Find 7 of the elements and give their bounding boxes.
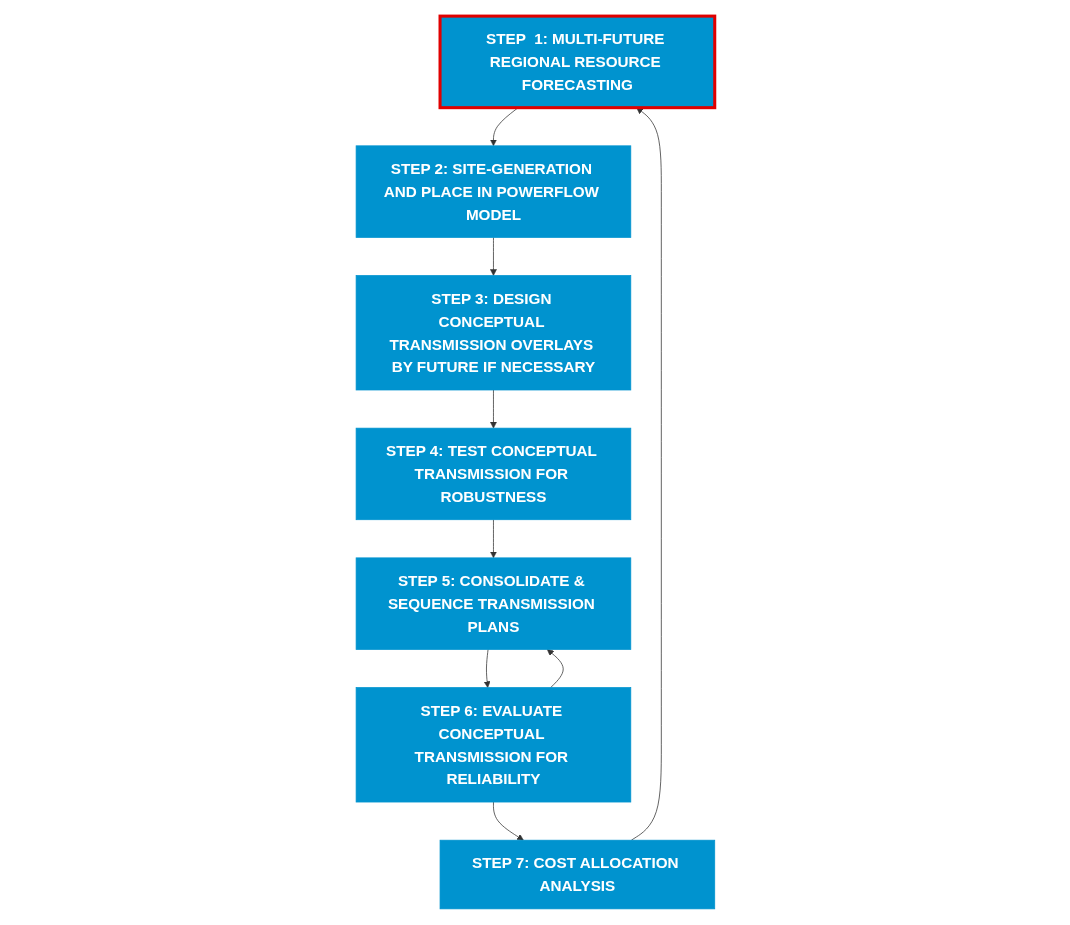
node-box: STEP 1: MULTI-FUTURE REGIONAL RESOURCE FORECASTING xyxy=(438,14,716,110)
node-box: STEP 7: COST ALLOCATION ANALYSIS xyxy=(439,839,715,910)
node-box: STEP 3: DESIGN CONCEPTUAL TRANSMISSION OVERLAYS BY FUTURE IF NECESSARY xyxy=(355,275,631,391)
node-box: STEP 4: TEST CONCEPTUAL TRANSMISSION FOR ROBUSTNESS xyxy=(355,427,631,521)
node-box: STEP 5: CONSOLIDATE & SEQUENCE TRANSMISSION PLANS xyxy=(355,557,631,650)
node-box: STEP 2: SITE-GENERATION AND PLACE IN POWERFLOW MODEL xyxy=(355,145,631,238)
node-box: STEP 6: EVALUATE CONCEPTUAL TRANSMISSION FOR RELIABILITY xyxy=(355,687,631,803)
